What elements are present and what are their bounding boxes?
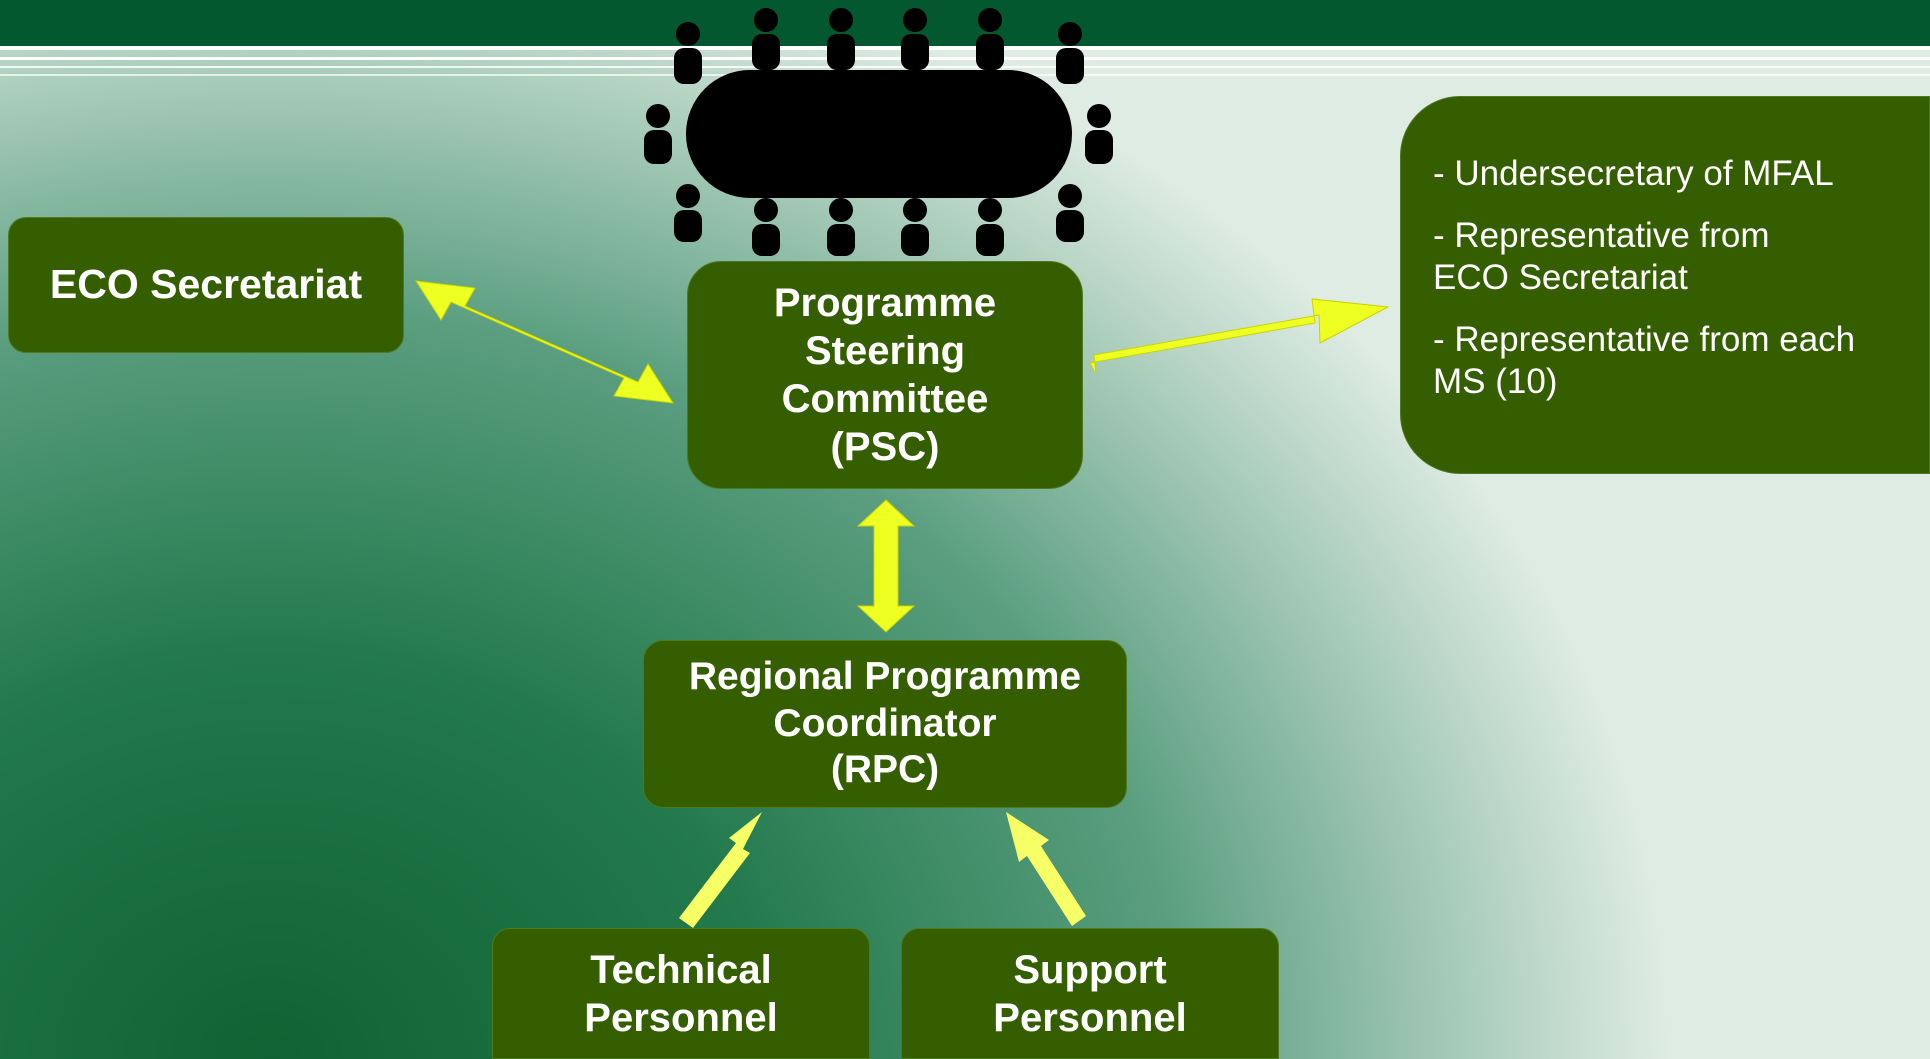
header-bar <box>0 0 1930 46</box>
rpc-box: Regional Programme Coordinator (RPC) <box>643 640 1127 808</box>
arrow-psc-members <box>1089 298 1390 375</box>
double-arrow-psc-rpc <box>856 499 916 633</box>
support-personnel-box: Support Personnel <box>901 928 1279 1059</box>
technical-personnel-box: Technical Personnel <box>492 928 870 1059</box>
psc-box: Programme Steering Committee (PSC) <box>687 261 1083 489</box>
eco-secretariat-label: ECO Secretariat <box>49 261 363 308</box>
header-stripe <box>0 57 1930 60</box>
rpc-label: Regional Programme Coordinator (RPC) <box>688 654 1082 792</box>
meeting-table-icon <box>644 8 1113 256</box>
arrow-support-rpc <box>1006 812 1086 926</box>
header-stripe <box>0 66 1930 68</box>
member-item: - Representative from ECO Secretariat <box>1433 216 1770 297</box>
arrow-technical-rpc <box>679 812 762 928</box>
header-stripe <box>0 46 1930 50</box>
double-arrow-eco-psc <box>415 280 674 404</box>
eco-secretariat-box: ECO Secretariat <box>8 217 404 353</box>
psc-label: Programme Steering Committee (PSC) <box>773 281 997 469</box>
member-item: - Undersecretary of MFAL <box>1433 154 1834 193</box>
psc-members-box: - Undersecretary of MFAL - Representativ… <box>1400 96 1930 474</box>
member-item: - Representative from each MS (10) <box>1433 320 1856 401</box>
technical-personnel-label: Technical Personnel <box>584 947 778 1040</box>
support-personnel-label: Support Personnel <box>993 947 1187 1040</box>
